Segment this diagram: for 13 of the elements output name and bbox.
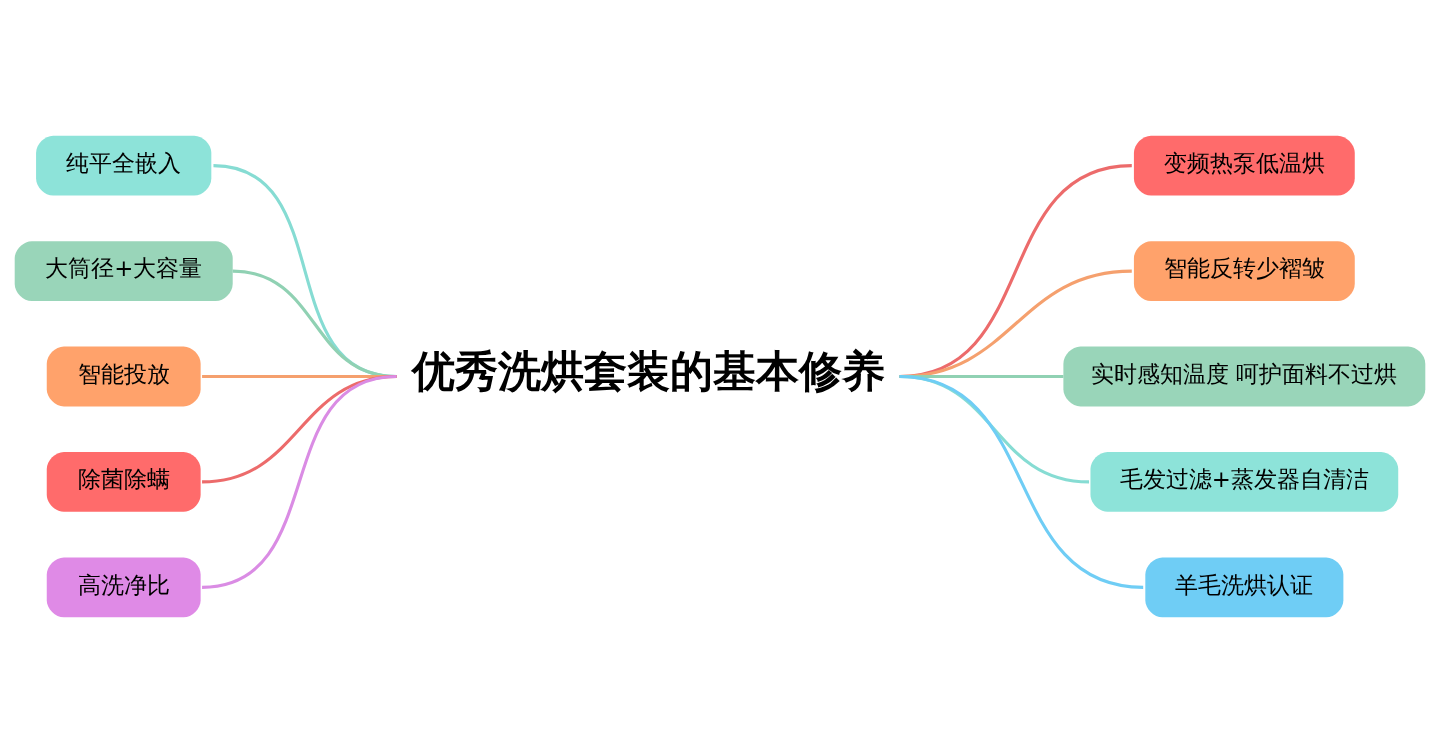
connector [899, 374, 1144, 589]
node-box: 智能反转少褶皱 [1133, 241, 1355, 301]
node-box: 纯平全嵌入 [36, 135, 212, 196]
node-box: 毛发过滤+蒸发器自清洁 [1090, 452, 1399, 512]
node-box: 大筒径+大容量 [14, 241, 233, 301]
node-box: 变频热泵低温烘 [1133, 135, 1355, 196]
connector [201, 374, 397, 589]
node-box: 实时感知温度 呵护面料不过烘 [1063, 346, 1426, 407]
node-box: 除菌除螨 [46, 452, 201, 512]
node-box: 高洗净比 [46, 557, 201, 618]
node-box: 智能投放 [46, 346, 201, 407]
node-box: 羊毛洗烘认证 [1145, 557, 1344, 618]
node-text: 优秀洗烘套装的基本修养 [412, 345, 886, 396]
